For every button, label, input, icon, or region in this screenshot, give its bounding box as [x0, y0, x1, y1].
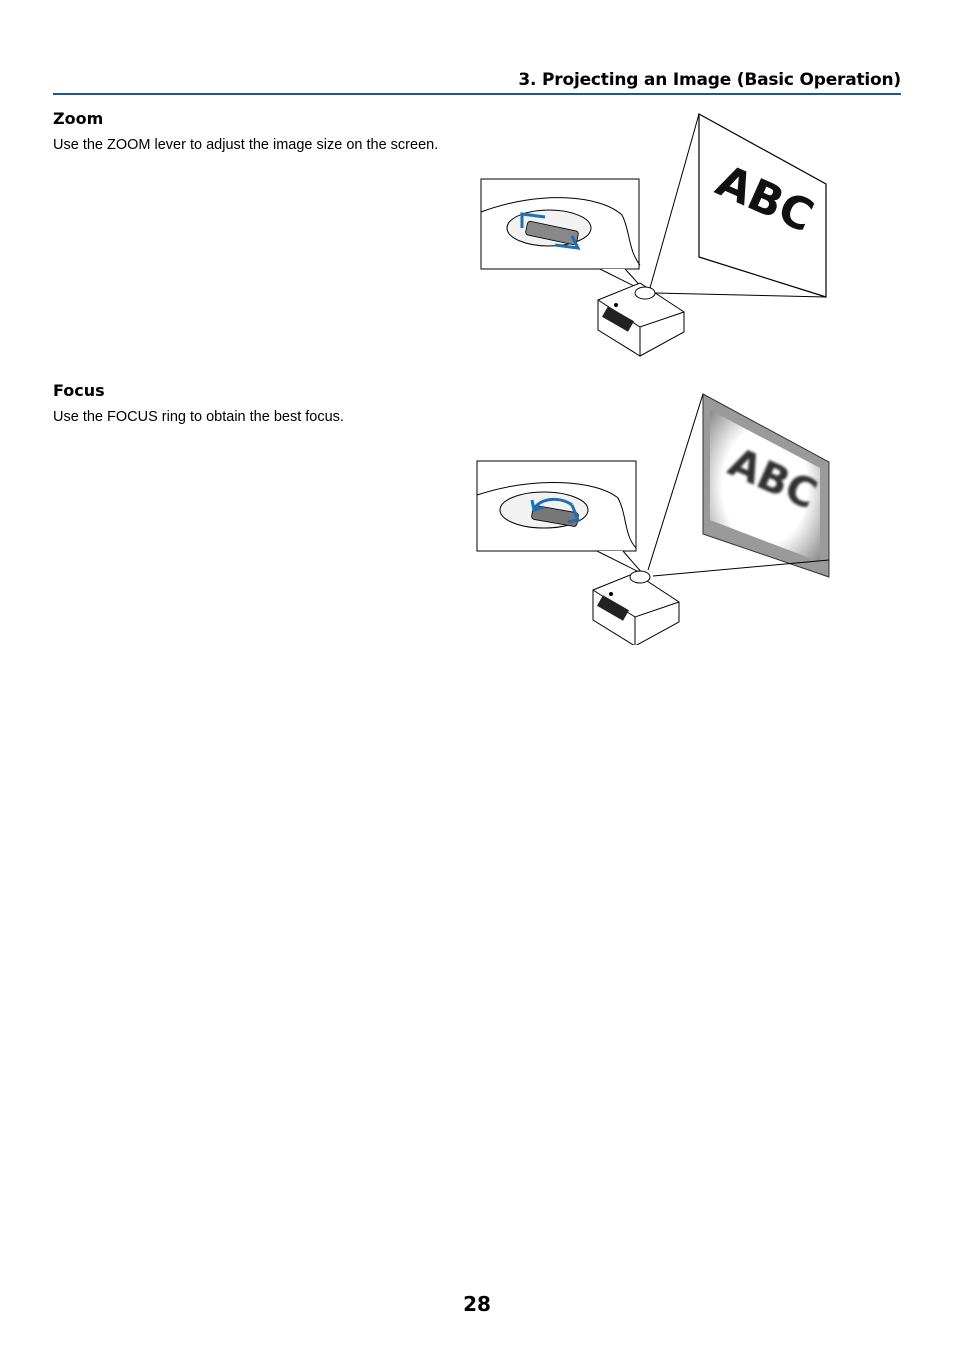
- zoom-arrow-icon: [520, 212, 581, 250]
- projector-icon: [592, 570, 680, 645]
- chapter-title: 3. Projecting an Image (Basic Operation): [518, 70, 901, 90]
- zoom-illustration: ABC: [480, 112, 827, 357]
- focus-arrow-icon: [530, 497, 581, 524]
- header-rule: [53, 93, 901, 95]
- focus-heading: Focus: [53, 381, 105, 400]
- focus-description: Use the FOCUS ring to obtain the best fo…: [53, 409, 344, 425]
- projector-icon: [597, 282, 685, 357]
- zoom-heading: Zoom: [53, 109, 104, 128]
- zoom-description: Use the ZOOM lever to adjust the image s…: [53, 137, 439, 153]
- page-number: 28: [463, 1292, 491, 1316]
- focus-illustration: ABC: [476, 393, 830, 645]
